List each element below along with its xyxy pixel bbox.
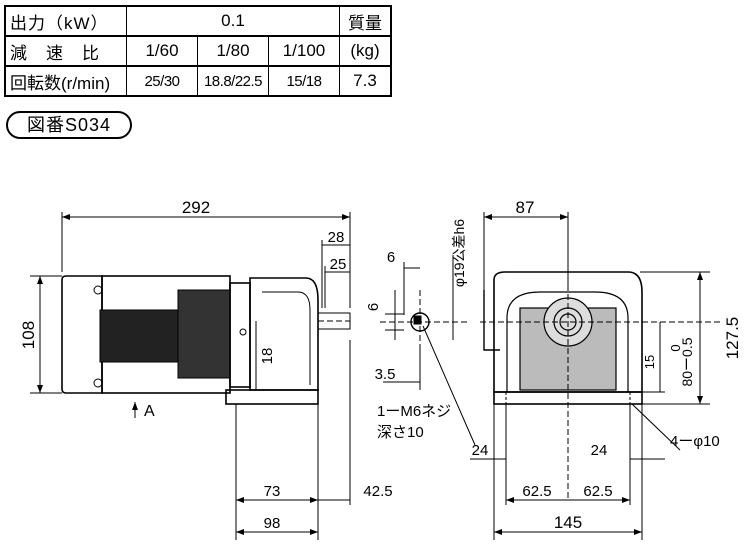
gearbox-side	[225, 277, 351, 405]
dim-25: 25	[330, 256, 347, 273]
tolerance-lower: 80ー0.5	[679, 337, 695, 386]
speed-label: 回転数(r/min)	[4, 65, 127, 97]
dim-28: 28	[328, 229, 345, 246]
dim-292: 292	[182, 198, 210, 217]
tolerance-upper: 0	[668, 344, 683, 351]
dim-42-5: 42.5	[363, 483, 392, 500]
mass-label: 質量	[339, 5, 392, 37]
table-row: 出力（kW） 0.1 質量	[4, 5, 392, 37]
dim-108: 108	[19, 321, 38, 349]
dim-24-right: 24	[591, 442, 608, 459]
motor-body	[61, 275, 251, 394]
table-row: 回転数(r/min) 25/30 18.8/22.5 15/18 7.3	[4, 65, 392, 97]
speed-1: 25/30	[126, 65, 198, 97]
dim-145: 145	[554, 513, 582, 532]
dim-3-5: 3.5	[375, 366, 396, 383]
speed-2: 18.8/22.5	[197, 65, 269, 97]
view-a-label: A	[144, 403, 155, 420]
holes-label: 4ーφ10	[670, 433, 720, 450]
dim-key-6-top: 6	[387, 249, 395, 266]
dim-127-5: 127.5	[723, 317, 742, 360]
tap-label: 1ーM6ネジ	[377, 403, 451, 420]
output-label: 出力（kW）	[4, 5, 127, 37]
dim-key-6-side: 6	[365, 303, 382, 311]
dim-62-5-right: 62.5	[583, 483, 612, 500]
dim-87: 87	[516, 198, 535, 217]
speed-3: 15/18	[268, 65, 340, 97]
gearbox-end-view	[480, 271, 720, 500]
spec-table: 出力（kW） 0.1 質量 減 速 比 1/60 1/80 1/100 (kg)…	[4, 5, 392, 97]
ratio-2: 1/80	[197, 35, 269, 67]
dimension-arrows	[37, 214, 703, 535]
dim-18: 18	[259, 348, 276, 365]
dim-98: 98	[264, 515, 281, 532]
dim-62-5-left: 62.5	[522, 483, 551, 500]
dim-15: 15	[642, 355, 657, 369]
drawing-code-badge: 図番S034	[6, 111, 132, 139]
output-value: 0.1	[126, 5, 340, 37]
dim-24-left: 24	[472, 442, 489, 459]
shaft-diameter-label: φ19公差h6	[451, 219, 467, 287]
dim-73: 73	[264, 483, 281, 500]
tap-depth-label: 深さ10	[377, 424, 424, 441]
shaft-detail	[380, 255, 476, 446]
mass-value: 7.3	[339, 65, 392, 97]
